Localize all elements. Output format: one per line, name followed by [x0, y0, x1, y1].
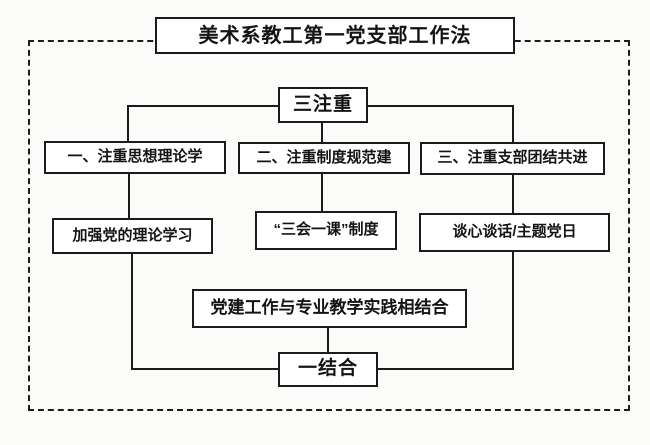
- branch-3-detail: 谈心谈话/主题党日: [452, 223, 577, 241]
- branch-3-heading-box: 三、注重支部团结共进: [420, 142, 605, 175]
- branch-1-detail: 加强党的理论学习: [72, 226, 193, 244]
- connector-right-down: [512, 250, 514, 370]
- node-one-integration: 一结合: [278, 352, 378, 387]
- integration-node-box: 党建工作与专业教学实践相结合: [192, 289, 467, 328]
- connector-drop-right: [512, 105, 514, 144]
- branch-1-detail-box: 加强党的理论学习: [52, 218, 213, 254]
- connector-branch-a-detail: [128, 173, 130, 220]
- branch-2-heading-box: 二、注重制度规范建: [238, 142, 410, 174]
- connector-branch-c-detail: [512, 174, 514, 215]
- connector-drop-center: [321, 122, 323, 144]
- diagram-title: 美术系教工第一党支部工作法: [198, 24, 472, 47]
- connector-right-elbow: [376, 368, 514, 370]
- branch-2-heading: 二、注重制度规范建: [256, 148, 392, 166]
- connector-integration-bottom: [327, 326, 329, 354]
- connector-branch-b-detail: [321, 173, 323, 213]
- branch-2-detail-box: “三会一课”制度: [255, 211, 397, 250]
- branch-1-heading-box: 一、注重思想理论学: [44, 141, 226, 174]
- node-one-integration-label: 一结合: [297, 358, 358, 380]
- connector-drop-left: [127, 105, 129, 143]
- integration-node-label: 党建工作与专业教学实践相结合: [210, 298, 449, 318]
- branch-2-detail: “三会一课”制度: [273, 221, 379, 239]
- branch-3-detail-box: 谈心谈话/主题党日: [419, 213, 610, 252]
- diagram-title-box: 美术系教工第一党支部工作法: [155, 17, 515, 54]
- branch-3-heading: 三、注重支部团结共进: [437, 149, 588, 167]
- connector-left-down: [131, 252, 133, 370]
- node-three-emphases-label: 三注重: [292, 93, 353, 115]
- branch-1-heading: 一、注重思想理论学: [67, 148, 203, 166]
- node-three-emphases: 三注重: [278, 87, 368, 123]
- connector-left-elbow: [131, 368, 280, 370]
